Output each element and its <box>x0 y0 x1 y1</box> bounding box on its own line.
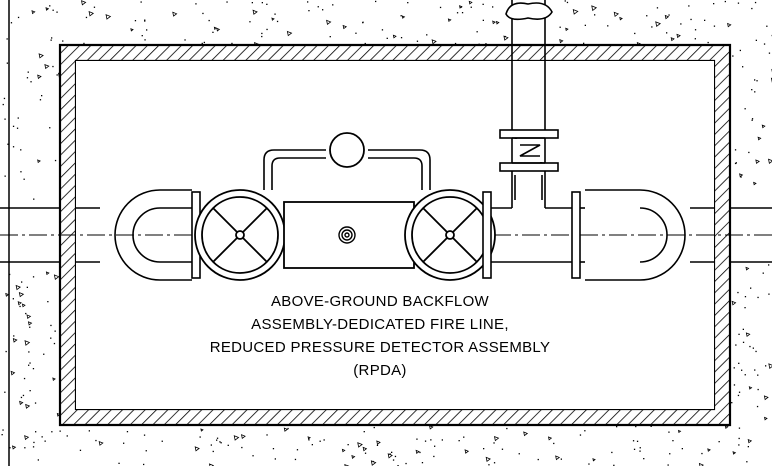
bypass-meter-icon <box>329 132 365 168</box>
left-gate-valve <box>194 189 286 281</box>
riser-pipe <box>511 0 546 208</box>
caption-line-4: (RPDA) <box>353 362 406 379</box>
right-valve-flange <box>482 191 492 279</box>
pipe-break-icon <box>505 2 553 21</box>
test-cock-icon <box>338 226 356 244</box>
caption-line-3: REDUCED PRESSURE DETECTOR ASSEMBLY <box>210 339 551 356</box>
right-gate-valve <box>404 189 496 281</box>
right-outlet-flange <box>571 191 581 279</box>
downstream-pipe <box>491 207 572 263</box>
main-pipe <box>0 207 772 263</box>
bypass-line <box>263 149 431 190</box>
left-elbow <box>114 189 192 281</box>
right-elbow <box>585 189 686 281</box>
caption: ABOVE-GROUND BACKFLOW ASSEMBLY-DEDICATED… <box>210 293 551 379</box>
caption-line-1: ABOVE-GROUND BACKFLOW <box>271 293 490 310</box>
caption-line-2: ASSEMBLY-DEDICATED FIRE LINE, <box>251 316 509 333</box>
